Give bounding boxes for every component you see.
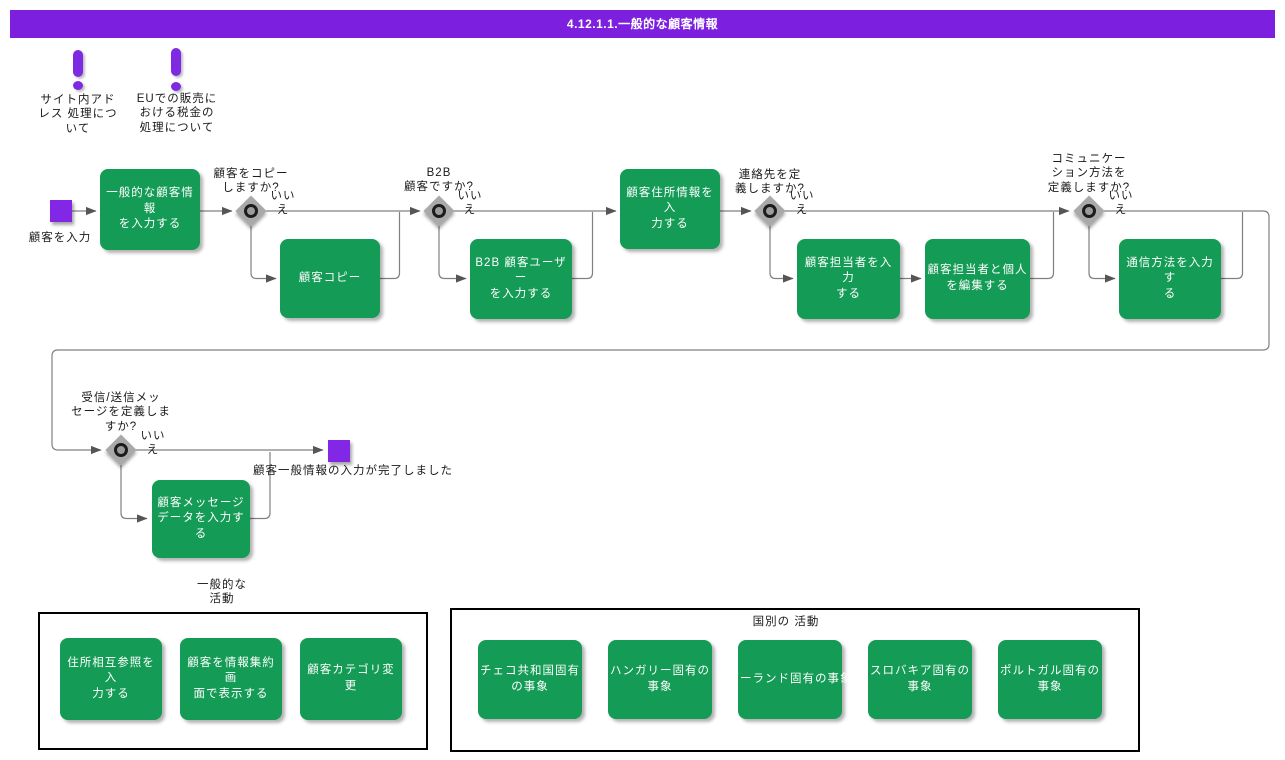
task-change-customer-category[interactable]: 顧客カテゴリ変更 <box>300 638 402 720</box>
exclamation-icon <box>73 81 83 90</box>
task-czech-specific-events[interactable]: チェコ共和国固有 の事象 <box>478 640 582 719</box>
flow-copy-rejoin <box>380 212 401 280</box>
task-slovakia-specific-events[interactable]: スロバキア固有の 事象 <box>868 640 972 719</box>
gateway-circle-icon <box>432 204 446 218</box>
gateway-no-label: いい え <box>1108 190 1134 217</box>
task-portugal-specific-events[interactable]: ポルトガル固有の 事象 <box>998 640 1102 719</box>
flow-gw2-to-b2b <box>438 226 467 283</box>
end-event-label: 顧客一般情報の入力が完了しました <box>253 465 453 477</box>
flow-edit-rejoin <box>1030 212 1055 280</box>
task-enter-b2b-customer-user[interactable]: B2B 顧客ユーザー を入力する <box>470 239 572 319</box>
gateway-question: 受信/送信メッ セージを定義しま すか? <box>71 392 171 433</box>
gateway-define-messages[interactable] <box>105 434 137 466</box>
exclamation-icon <box>171 82 181 91</box>
task-display-customer-summary[interactable]: 顧客を情報集約画 面で表示する <box>180 638 282 720</box>
gateway-no-label: いい え <box>140 430 166 457</box>
flow-gw4-to-comm <box>1088 226 1116 283</box>
task-enter-communication-method[interactable]: 通信方法を入力す る <box>1119 239 1221 319</box>
task-enter-general-customer-info[interactable]: 一般的な顧客情報 を入力する <box>100 169 200 250</box>
gateway-question: 顧客をコピー しますか? <box>213 168 289 195</box>
flow-gw3-to-contact <box>769 226 794 283</box>
gateway-circle-icon <box>763 204 777 218</box>
exclamation-icon <box>171 48 181 76</box>
task-edit-contact-and-person[interactable]: 顧客担当者と個人 を編集する <box>925 239 1030 319</box>
gateway-question: コミュニケー ション方法を 定義しますか? <box>1047 153 1131 194</box>
start-event[interactable] <box>50 200 72 222</box>
task-hungary-specific-events[interactable]: ハンガリー固有の 事象 <box>608 640 712 719</box>
start-event-label: 顧客を入力 <box>28 232 92 244</box>
page-title: 4.12.1.1.一般的な顧客情報 <box>10 10 1275 38</box>
gateway-no-label: いい え <box>270 190 296 217</box>
gateway-define-communication[interactable] <box>1073 195 1105 227</box>
flow-b2b-rejoin <box>572 212 594 280</box>
note-label: サイト内アド レス 処理につ いて <box>38 94 118 135</box>
gateway-no-label: いい え <box>789 190 815 217</box>
flow-gw5-to-message <box>120 465 148 523</box>
gateway-define-contact[interactable] <box>754 195 786 227</box>
task-customer-copy[interactable]: 顧客コピー <box>280 239 380 318</box>
gateway-circle-icon <box>1082 204 1096 218</box>
gateway-no-label: いい え <box>457 190 483 217</box>
gateway-copy-customer[interactable] <box>235 195 267 227</box>
group-general-activities-title: 一般的な 活動 <box>197 579 247 606</box>
group-country-activities-title: 国別の 活動 <box>752 616 820 628</box>
gateway-question: B2B 顧客ですか? <box>404 167 474 194</box>
gateway-circle-icon <box>114 443 128 457</box>
note-label: EUでの販売に おける税金の 処理について <box>136 93 218 134</box>
gateway-b2b-customer[interactable] <box>423 195 455 227</box>
end-event[interactable] <box>328 440 350 462</box>
flow-comm-rejoin <box>1221 212 1244 280</box>
task-enter-customer-contact[interactable]: 顧客担当者を入力 する <box>797 239 900 319</box>
exclamation-icon <box>73 50 83 77</box>
gateway-question: 連絡先を定 義しますか? <box>735 169 805 196</box>
task-poland-specific-events[interactable]: ポーランド固有の事象 <box>728 640 852 719</box>
task-enter-address-cross-reference[interactable]: 住所相互参照を入 力する <box>60 638 162 720</box>
flow-gw1-to-copy <box>250 226 277 283</box>
flow-message-rejoin <box>250 452 271 520</box>
task-enter-customer-address[interactable]: 顧客住所情報を入 力する <box>620 169 720 249</box>
gateway-circle-icon <box>244 204 258 218</box>
task-enter-customer-message-data[interactable]: 顧客メッセージ データを入力する <box>152 480 250 558</box>
